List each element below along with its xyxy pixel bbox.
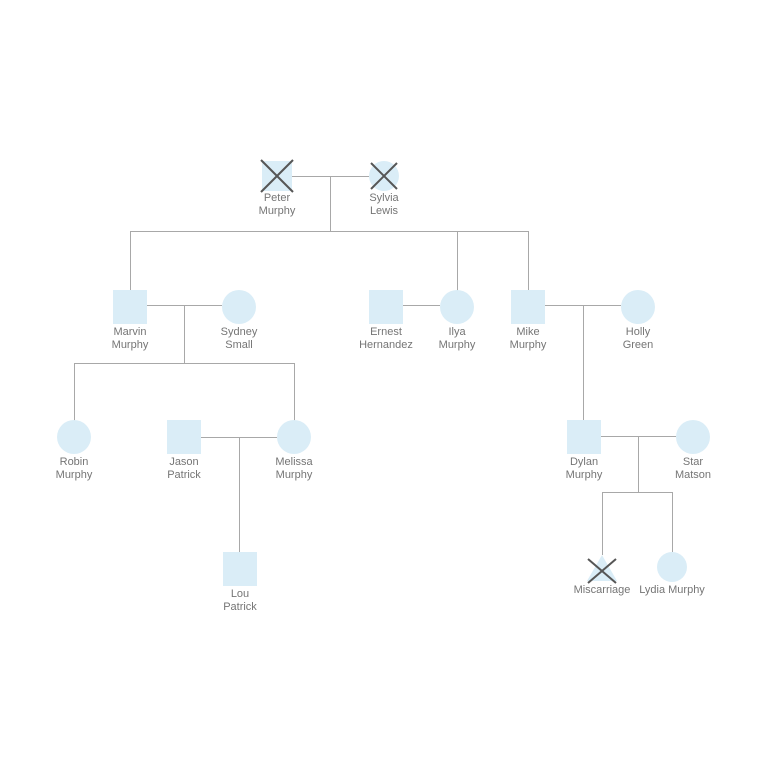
female-symbol bbox=[440, 290, 474, 324]
person-node-jason-patrick[interactable] bbox=[167, 420, 201, 454]
name-line: Murphy bbox=[111, 339, 149, 351]
female-symbol bbox=[621, 290, 655, 324]
descent-line-dylan-star bbox=[638, 436, 639, 492]
name-line: Jason bbox=[169, 456, 199, 468]
name-line: Murphy bbox=[509, 339, 547, 351]
male-symbol bbox=[113, 290, 147, 324]
person-label-melissa-murphy: Melissa Murphy bbox=[254, 456, 334, 482]
person-node-peter-murphy[interactable] bbox=[260, 159, 294, 193]
name-line: Murphy bbox=[438, 339, 476, 351]
person-label-holly-green: Holly Green bbox=[598, 326, 678, 352]
name-line: Hernandez bbox=[359, 339, 413, 351]
name-line: Lou bbox=[230, 588, 250, 600]
name-line: Murphy bbox=[258, 205, 296, 217]
name-line: Murphy bbox=[55, 469, 93, 481]
person-label-jason-patrick: Jason Patrick bbox=[144, 456, 224, 482]
person-label-lydia-murphy: Lydia Murphy bbox=[632, 584, 712, 597]
male-symbol bbox=[167, 420, 201, 454]
person-node-ilya-murphy[interactable] bbox=[440, 290, 474, 324]
name-line: Patrick bbox=[167, 469, 201, 481]
person-node-melissa-murphy[interactable] bbox=[277, 420, 311, 454]
name-line: Matson bbox=[674, 469, 712, 481]
person-node-marvin-murphy[interactable] bbox=[113, 290, 147, 324]
drop-line-miscarriage bbox=[602, 492, 603, 555]
person-label-dylan-murphy: Dylan Murphy bbox=[544, 456, 624, 482]
name-line: Mike bbox=[516, 326, 540, 338]
female-symbol bbox=[369, 161, 399, 191]
name-line: Patrick bbox=[223, 601, 257, 613]
person-label-star-matson: Star Matson bbox=[653, 456, 733, 482]
person-label-miscarriage: Miscarriage bbox=[562, 584, 642, 597]
drop-line-ilya bbox=[457, 231, 458, 291]
drop-line-mike bbox=[528, 231, 529, 291]
female-symbol bbox=[657, 552, 687, 582]
name-line: Holly bbox=[625, 326, 651, 338]
person-node-sydney-small[interactable] bbox=[222, 290, 256, 324]
descent-line-peter-sylvia bbox=[330, 176, 331, 232]
name-line: Lewis bbox=[369, 205, 399, 217]
name-line: Murphy bbox=[565, 469, 603, 481]
female-symbol bbox=[222, 290, 256, 324]
name-line: Ilya bbox=[448, 326, 466, 338]
female-symbol bbox=[277, 420, 311, 454]
descent-line-jason-melissa bbox=[239, 437, 240, 552]
person-node-star-matson[interactable] bbox=[676, 420, 710, 454]
name-line: Miscarriage bbox=[573, 584, 631, 596]
person-node-sylvia-lewis[interactable] bbox=[369, 161, 399, 191]
descent-line-marvin-sydney bbox=[184, 305, 185, 363]
person-node-dylan-murphy[interactable] bbox=[567, 420, 601, 454]
name-line: Melissa bbox=[275, 456, 313, 468]
couple-line-ernest-ilya bbox=[403, 305, 440, 306]
name-line: Sydney bbox=[220, 326, 258, 338]
male-symbol bbox=[511, 290, 545, 324]
person-label-lou-patrick: Lou Patrick bbox=[200, 588, 280, 614]
male-symbol bbox=[223, 552, 257, 586]
person-label-sylvia-lewis: Sylvia Lewis bbox=[344, 192, 424, 218]
male-symbol bbox=[262, 161, 292, 191]
name-line: Dylan bbox=[569, 456, 599, 468]
drop-line-melissa bbox=[294, 363, 295, 421]
drop-line-marvin bbox=[130, 231, 131, 290]
sibling-line-marvin-children bbox=[74, 363, 295, 364]
person-node-holly-green[interactable] bbox=[621, 290, 655, 324]
person-label-mike-murphy: Mike Murphy bbox=[488, 326, 568, 352]
drop-line-lydia bbox=[672, 492, 673, 552]
male-symbol bbox=[369, 290, 403, 324]
person-label-marvin-murphy: Marvin Murphy bbox=[90, 326, 170, 352]
person-node-ernest-hernandez[interactable] bbox=[369, 290, 403, 324]
person-node-lou-patrick[interactable] bbox=[223, 552, 257, 586]
person-label-ernest-hernandez: Ernest Hernandez bbox=[346, 326, 426, 352]
name-line: Sylvia bbox=[369, 192, 399, 204]
male-symbol bbox=[567, 420, 601, 454]
name-line: Ernest bbox=[370, 326, 402, 338]
name-line: Marvin bbox=[113, 326, 147, 338]
descent-line-mike-holly bbox=[583, 305, 584, 420]
drop-line-robin bbox=[74, 363, 75, 421]
name-line: Star bbox=[682, 456, 704, 468]
name-line: Peter bbox=[263, 192, 291, 204]
person-label-robin-murphy: Robin Murphy bbox=[34, 456, 114, 482]
name-line: Small bbox=[225, 339, 253, 351]
person-node-robin-murphy[interactable] bbox=[57, 420, 91, 454]
female-symbol bbox=[57, 420, 91, 454]
sibling-line-gen2 bbox=[130, 231, 529, 232]
miscarriage-triangle-icon bbox=[587, 555, 617, 584]
person-label-ilya-murphy: Ilya Murphy bbox=[417, 326, 497, 352]
sibling-line-dylan-children bbox=[602, 492, 673, 493]
name-line: Green bbox=[622, 339, 654, 351]
person-label-sydney-small: Sydney Small bbox=[199, 326, 279, 352]
person-node-mike-murphy[interactable] bbox=[511, 290, 545, 324]
person-node-lydia-murphy[interactable] bbox=[657, 552, 687, 582]
female-symbol bbox=[676, 420, 710, 454]
name-line: Murphy bbox=[275, 469, 313, 481]
name-line: Lydia Murphy bbox=[639, 584, 705, 596]
person-label-peter-murphy: Peter Murphy bbox=[237, 192, 317, 218]
person-node-miscarriage[interactable] bbox=[584, 552, 620, 584]
name-line: Robin bbox=[59, 456, 89, 468]
